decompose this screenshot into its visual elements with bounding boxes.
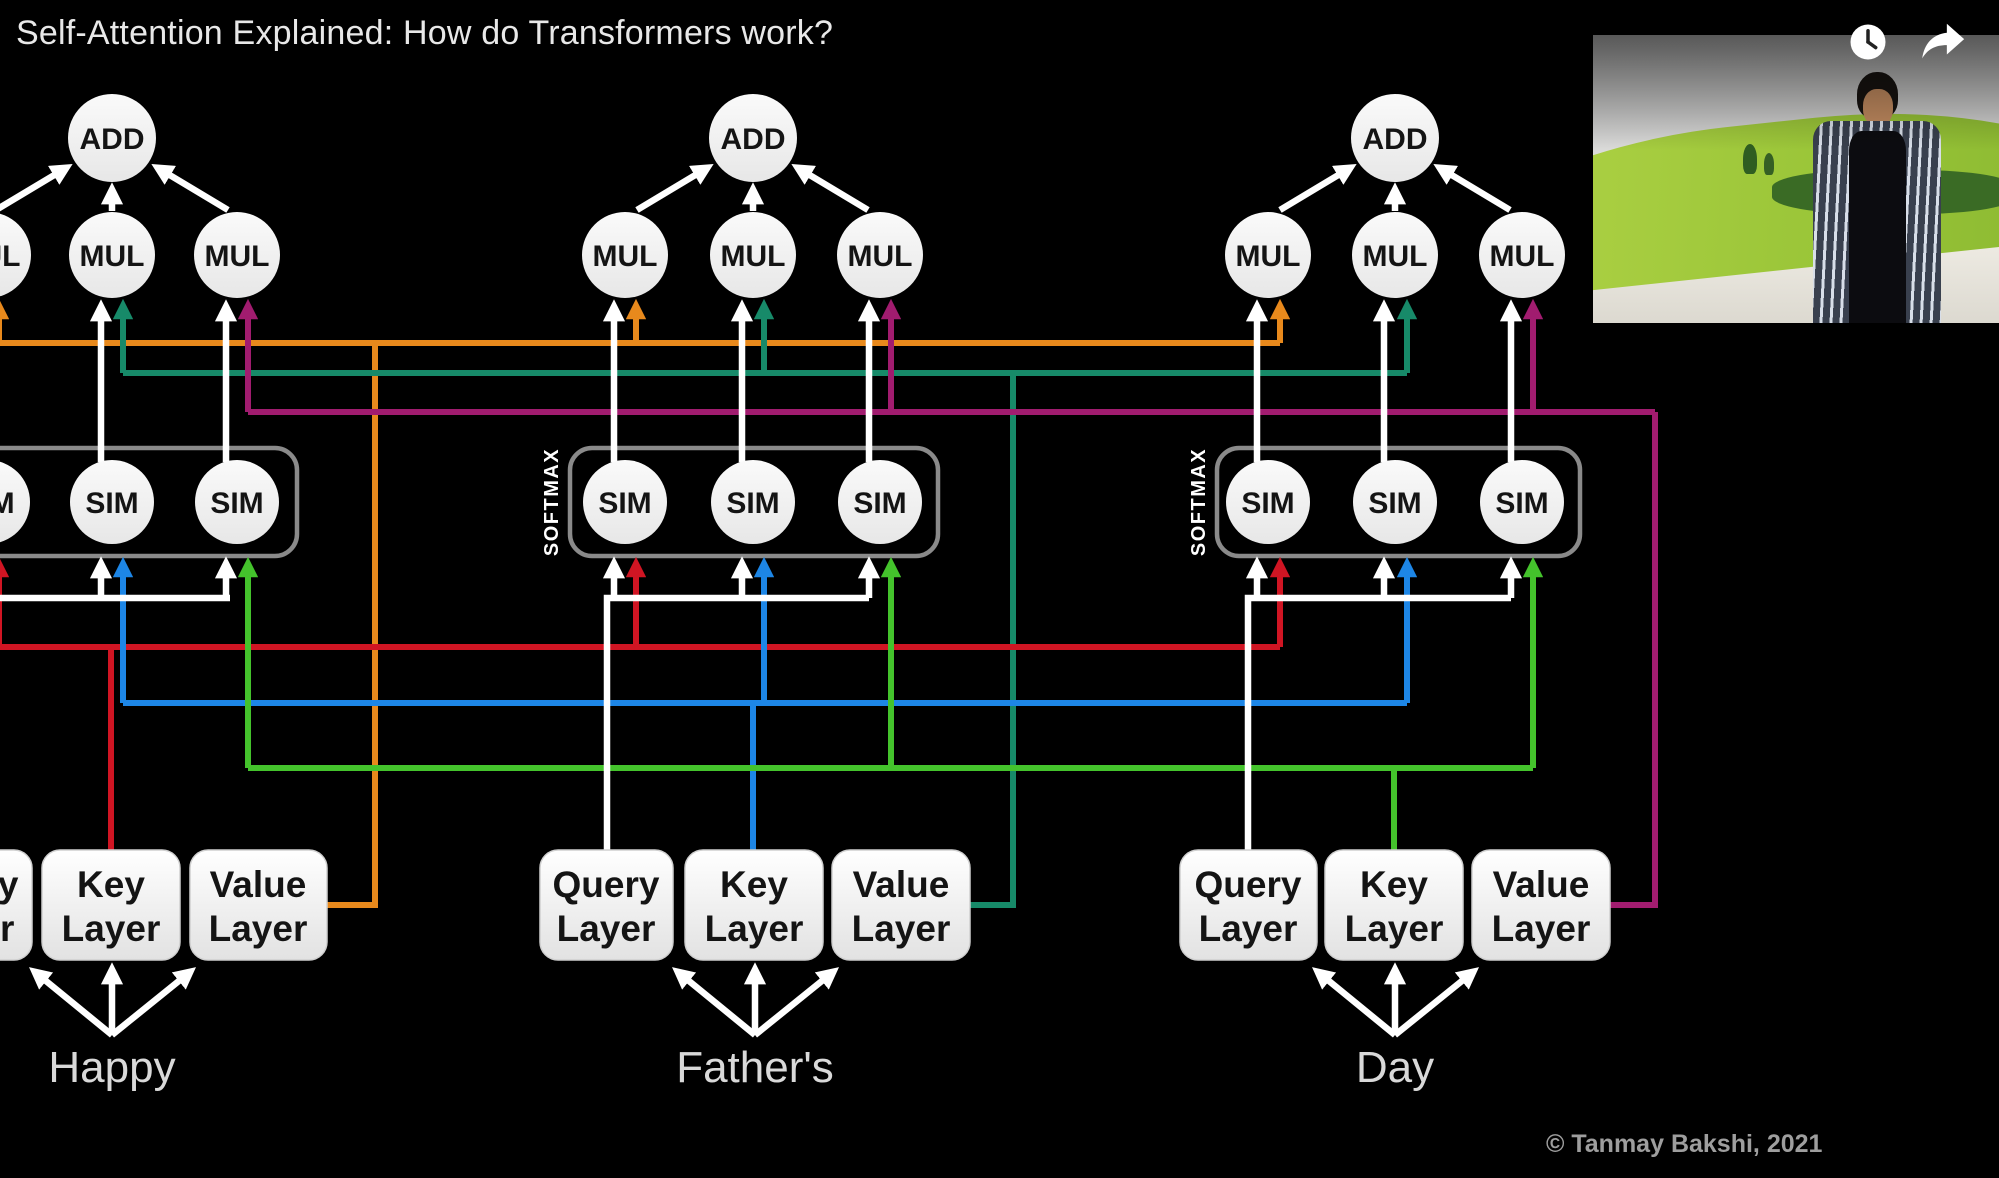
token-label: Father's	[676, 1043, 834, 1092]
tree	[1743, 144, 1758, 175]
value-line-happy-orange	[0, 298, 1291, 908]
watch-later-button[interactable]	[1847, 21, 1889, 68]
presenter-face	[1862, 89, 1894, 127]
key-layer-box: Key	[1360, 864, 1428, 905]
query-tree-fathers	[602, 556, 881, 850]
sim-node: SIM	[726, 487, 779, 520]
sim-node: SIM	[210, 487, 263, 520]
token-fans: Happy Father's Day	[29, 962, 1480, 1092]
sim-to-mul-arrows	[89, 299, 1523, 462]
mul-node: MUL	[1363, 240, 1428, 273]
mul-node: MUL	[1236, 240, 1301, 273]
value-layer-box: Value	[1493, 864, 1590, 905]
sim-node: SIM	[1368, 487, 1421, 520]
sim-node: SIM	[1241, 487, 1294, 520]
presenter	[1804, 72, 1950, 323]
share-icon	[1922, 23, 1965, 59]
value-line-fathers-teal	[112, 298, 1418, 908]
key-line-happy-red	[0, 556, 1291, 850]
sim-node: SIM	[1495, 487, 1548, 520]
query-tree-day	[1244, 556, 1523, 850]
mul-to-add-arrows	[0, 164, 1512, 213]
sim-node: SIM	[853, 487, 906, 520]
query-layer-box: Query	[0, 864, 19, 905]
softmax-label: SOFTMAX	[541, 448, 563, 556]
add-node: ADD	[721, 123, 786, 156]
top-gradient-overlay	[1593, 35, 1999, 323]
nodes: ADD MUL MUL MUL SIM SIM SIM ADD MUL MUL …	[0, 94, 1565, 544]
share-button[interactable]	[1918, 20, 1968, 69]
svg-text:Layer: Layer	[1492, 908, 1591, 949]
key-line-fathers-blue	[112, 556, 1418, 850]
add-node: ADD	[1363, 123, 1428, 156]
tree	[1763, 153, 1774, 176]
key-layer-box: Key	[720, 864, 788, 905]
value-line-day-magenta	[237, 298, 1658, 908]
mul-node: MUL	[80, 240, 145, 273]
svg-text:Layer: Layer	[62, 908, 161, 949]
key-layer-box: Key	[77, 864, 145, 905]
presenter-video-inset	[1593, 35, 1999, 323]
softmax-label: SOFTMAX	[1188, 448, 1210, 556]
token-label: Happy	[48, 1043, 175, 1092]
svg-text:Layer: Layer	[209, 908, 308, 949]
key-line-day-green	[237, 556, 1544, 850]
sim-node: SIM	[0, 487, 15, 520]
softmax-boxes: SOFTMAX SOFTMAX	[0, 445, 1583, 559]
value-layer-box: Value	[853, 864, 950, 905]
token-label: Day	[1356, 1043, 1434, 1092]
video-title: Self-Attention Explained: How do Transfo…	[16, 14, 834, 52]
svg-text:Layer: Layer	[557, 908, 656, 949]
query-layer-box: Query	[1195, 864, 1302, 905]
query-tree-happy	[0, 556, 238, 602]
add-node: ADD	[80, 123, 145, 156]
mul-node: MUL	[205, 240, 270, 273]
copyright-credit: © Tanmay Bakshi, 2021	[1546, 1130, 1823, 1158]
presenter-tshirt	[1849, 131, 1907, 323]
clock-icon	[1850, 24, 1886, 60]
value-layer-box: Value	[210, 864, 307, 905]
svg-text:Layer: Layer	[1345, 908, 1444, 949]
sim-node: SIM	[85, 487, 138, 520]
svg-text:Layer: Layer	[705, 908, 804, 949]
svg-text:Layer: Layer	[852, 908, 951, 949]
mul-node: MUL	[848, 240, 913, 273]
mul-node: MUL	[1490, 240, 1555, 273]
query-layer-box: Query	[553, 864, 660, 905]
svg-text:Layer: Layer	[0, 908, 14, 949]
mul-node: MUL	[593, 240, 658, 273]
svg-text:Layer: Layer	[1199, 908, 1298, 949]
sim-node: SIM	[598, 487, 651, 520]
mul-node: MUL	[721, 240, 786, 273]
mul-node: MUL	[0, 240, 20, 273]
layer-boxes: Query Layer Key Layer Value Layer Query …	[0, 849, 1611, 961]
